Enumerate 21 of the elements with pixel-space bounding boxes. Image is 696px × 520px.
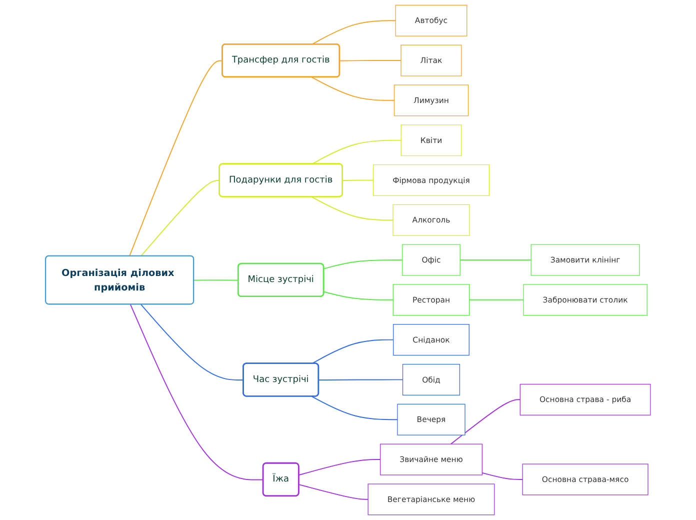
connector — [128, 60, 223, 257]
connector — [140, 304, 244, 380]
connector — [311, 20, 396, 45]
connector — [311, 140, 402, 165]
connector — [468, 299, 524, 300]
connector — [130, 304, 264, 480]
connector — [311, 196, 394, 221]
connector — [323, 291, 394, 300]
connector — [311, 76, 395, 101]
connector — [323, 260, 403, 270]
connector — [140, 180, 220, 257]
connector — [482, 472, 524, 480]
connector — [311, 396, 398, 420]
connector — [298, 459, 381, 476]
connector — [318, 379, 404, 380]
connector — [450, 399, 521, 445]
connector — [193, 280, 239, 281]
connector — [298, 484, 369, 500]
connector — [339, 60, 402, 62]
connector — [311, 339, 394, 364]
connector — [342, 180, 374, 181]
